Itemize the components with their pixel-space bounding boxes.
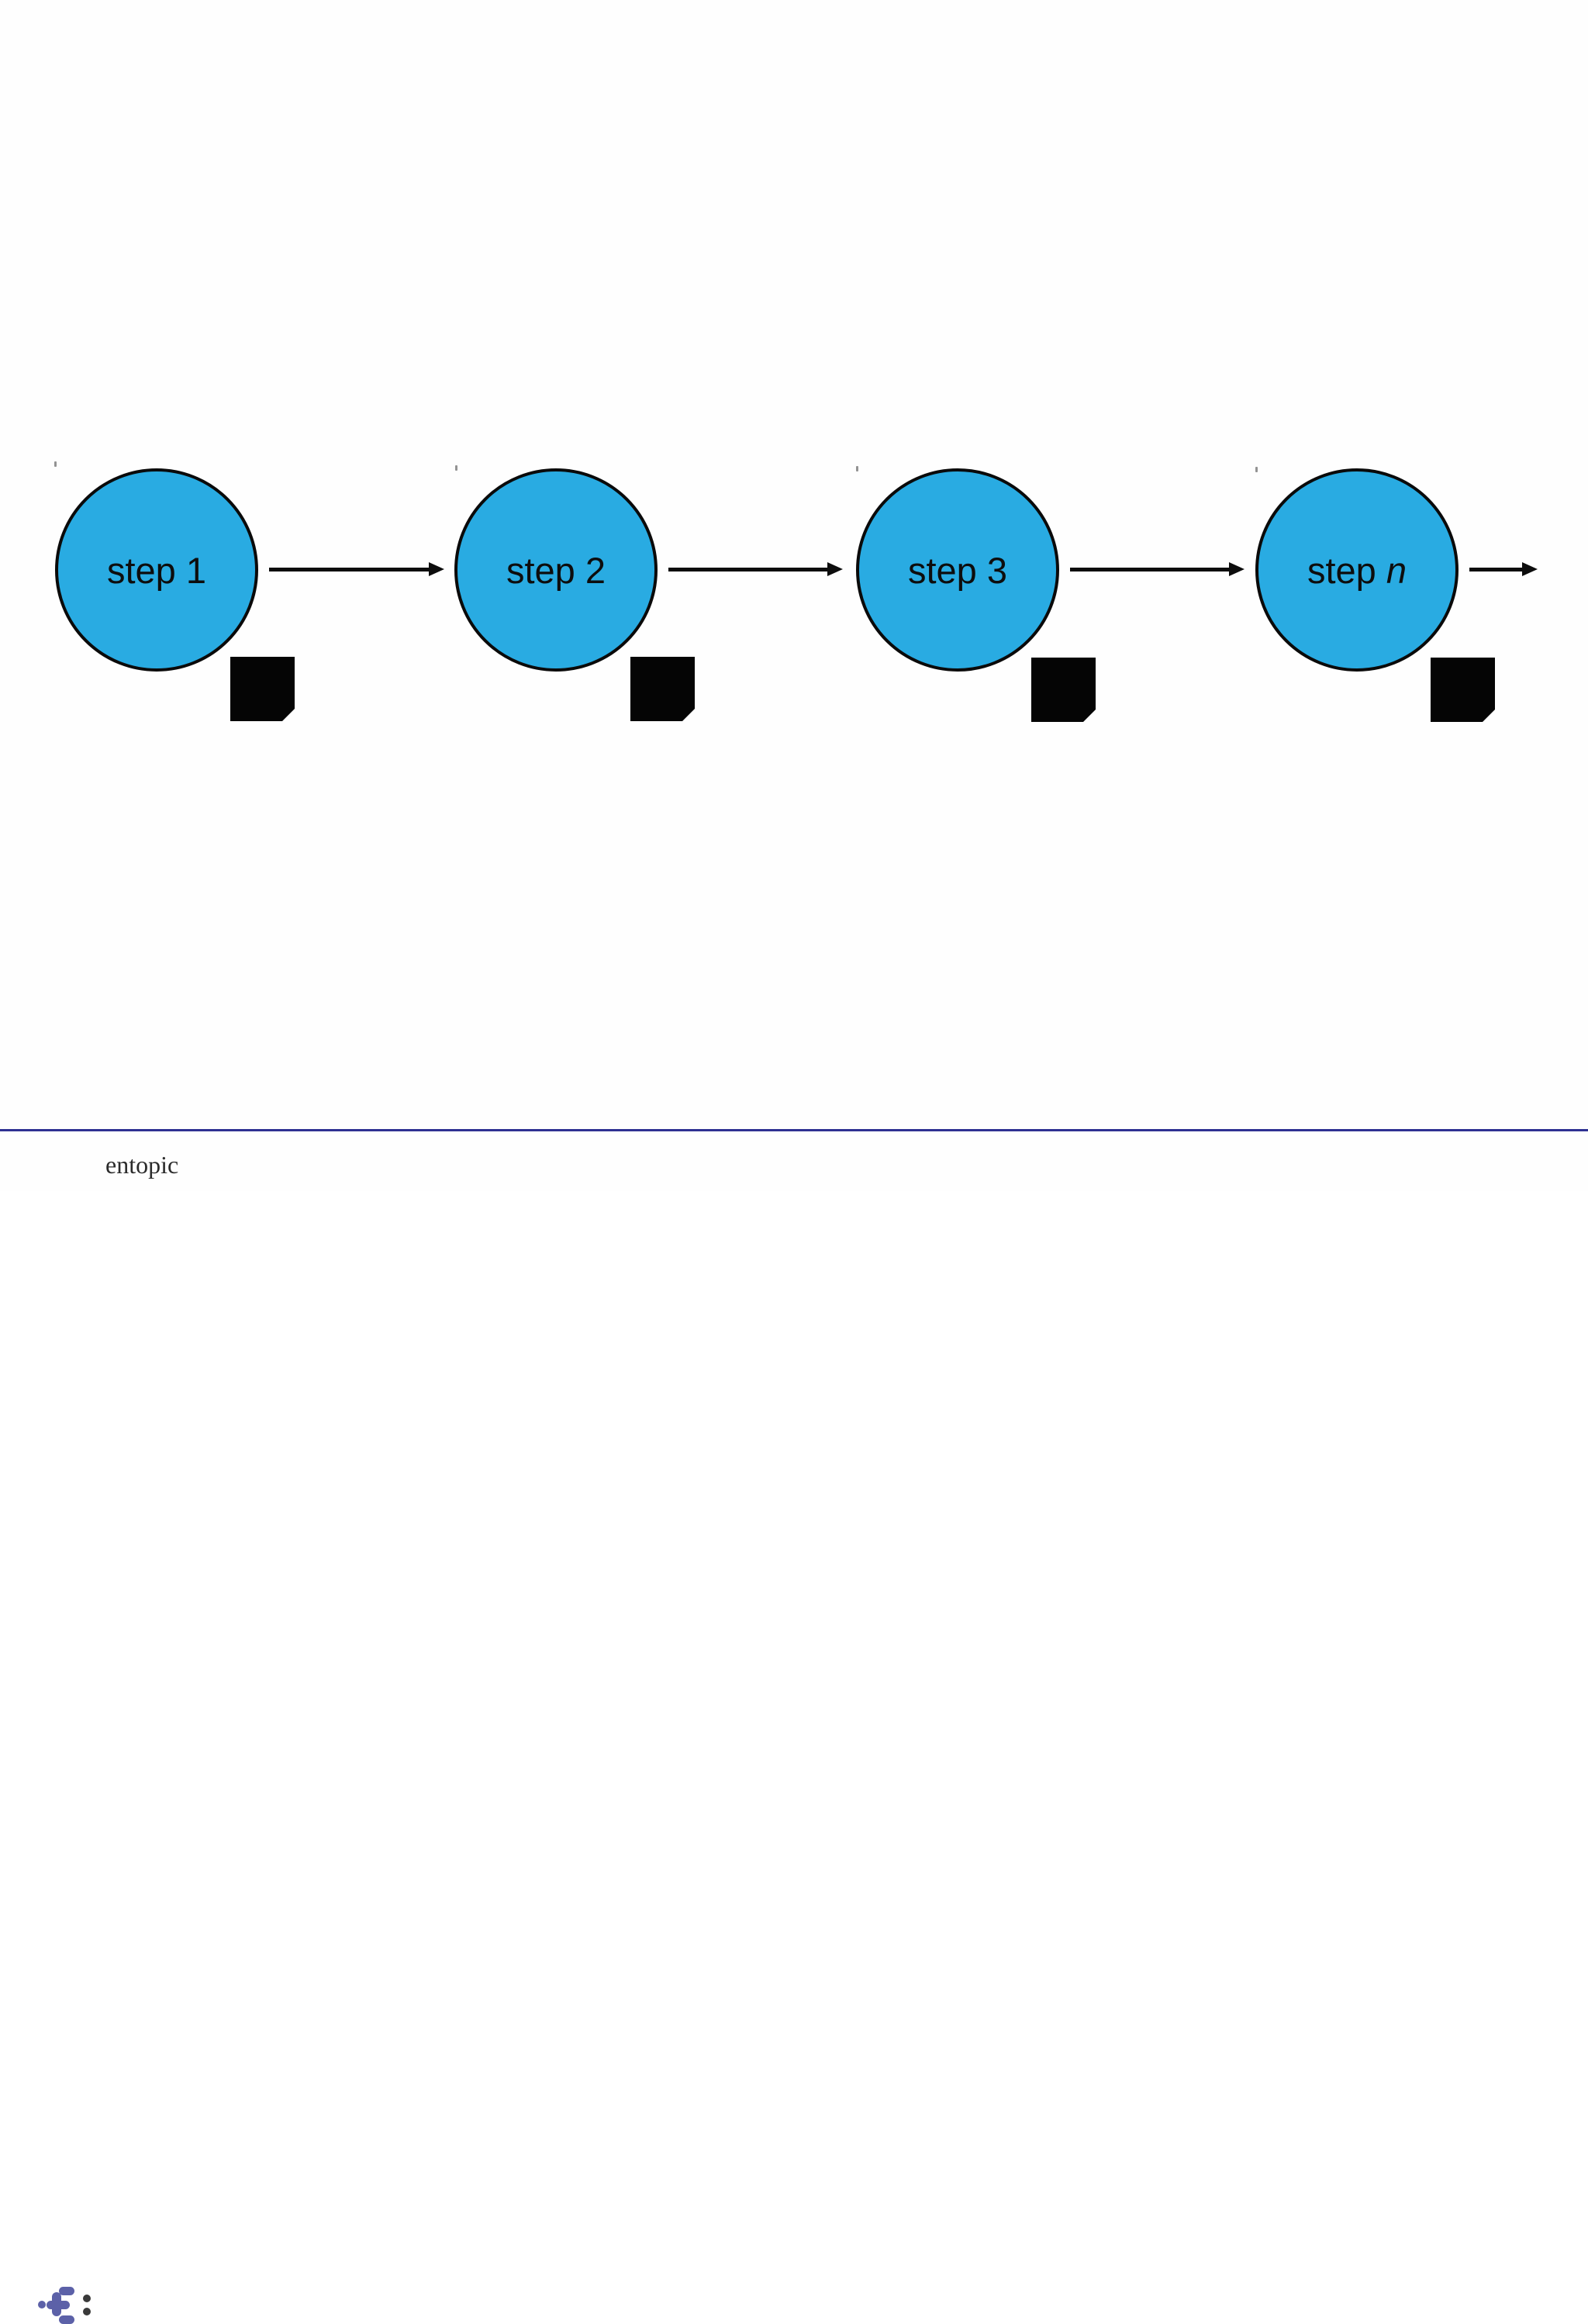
step-n-suffix: n xyxy=(1386,549,1407,591)
artifact-square-1 xyxy=(230,657,295,721)
arrow-shaft xyxy=(269,567,429,572)
arrow-stepn-out xyxy=(1469,562,1538,576)
arrowhead-icon xyxy=(1522,562,1538,576)
step-node-3-label: step 3 xyxy=(908,549,1007,592)
step-node-2: step 2 xyxy=(454,468,658,672)
step-node-3: step 3 xyxy=(856,468,1059,672)
stray-mark xyxy=(1255,467,1258,472)
arrow-step2-step3 xyxy=(668,562,843,576)
stray-mark xyxy=(856,466,858,471)
slide-canvas: step 1 step 2 step 3 step n xyxy=(0,461,1588,2324)
step-1-prefix: step xyxy=(106,549,186,591)
step-node-n-label: step n xyxy=(1307,549,1407,592)
step-3-prefix: step xyxy=(907,549,987,591)
arrow-shaft xyxy=(1070,567,1229,572)
logo-e-bottom-bar xyxy=(59,2315,74,2324)
logo-dot-dark-bottom xyxy=(83,2308,91,2315)
arrowhead-icon xyxy=(1229,562,1245,576)
stray-mark xyxy=(455,465,457,471)
logo-dot-purple xyxy=(38,2301,46,2308)
artifact-square-3 xyxy=(1031,658,1096,722)
footer-divider xyxy=(0,1129,1588,1131)
arrow-step1-step2 xyxy=(269,562,444,576)
step-3-suffix: 3 xyxy=(986,549,1008,591)
stray-mark xyxy=(54,461,57,467)
step-2-suffix: 2 xyxy=(585,549,606,591)
step-node-1: step 1 xyxy=(55,468,258,672)
artifact-square-n xyxy=(1431,658,1495,722)
arrowhead-icon xyxy=(827,562,843,576)
step-node-n: step n xyxy=(1255,468,1459,672)
brand-name: entopic xyxy=(105,1151,179,1179)
logo-e-middle-bar xyxy=(47,2301,70,2309)
step-2-prefix: step xyxy=(506,549,585,591)
logo-dot-dark-top xyxy=(83,2295,91,2302)
step-node-2-label: step 2 xyxy=(506,549,606,592)
step-1-suffix: 1 xyxy=(185,549,207,591)
step-node-1-label: step 1 xyxy=(107,549,206,592)
artifact-square-2 xyxy=(630,657,695,721)
arrowhead-icon xyxy=(429,562,444,576)
arrow-shaft xyxy=(668,567,827,572)
arrow-shaft xyxy=(1469,567,1522,572)
logo-e-top-bar xyxy=(59,2287,74,2295)
arrow-step3-stepn xyxy=(1070,562,1245,576)
step-n-prefix: step xyxy=(1307,549,1386,591)
